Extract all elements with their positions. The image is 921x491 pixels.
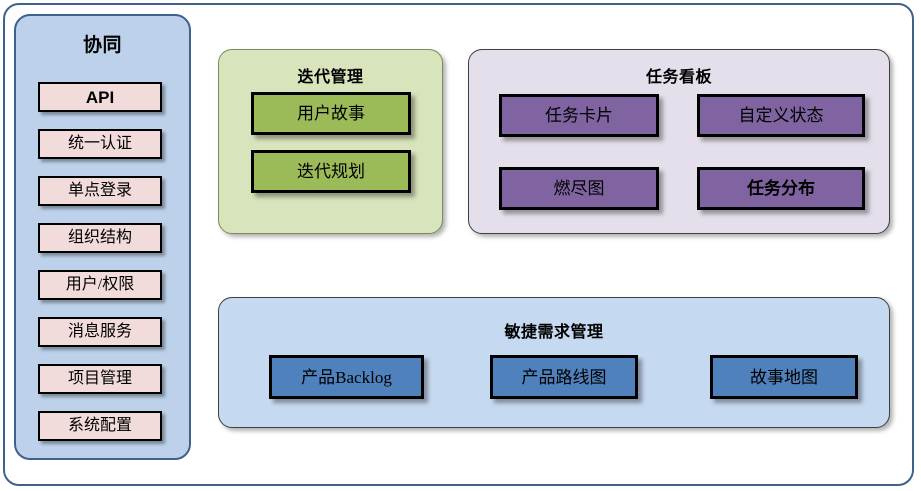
sidebar-title: 协同 bbox=[82, 35, 122, 56]
panel-iteration-title: 迭代管理 bbox=[297, 69, 364, 86]
sidebar-item-org-structure[interactable]: 组织结构 bbox=[38, 223, 162, 253]
panel-agile-requirement-management: 敏捷需求管理 产品Backlog 产品路线图 故事地图 bbox=[218, 297, 890, 428]
sidebar-item-user-permission[interactable]: 用户/权限 bbox=[38, 270, 162, 300]
chip-task-card[interactable]: 任务卡片 bbox=[499, 94, 659, 137]
sidebar-item-message-service[interactable]: 消息服务 bbox=[38, 317, 162, 347]
panel-agile-title: 敏捷需求管理 bbox=[504, 324, 604, 341]
sidebar-item-api[interactable]: API bbox=[38, 82, 162, 112]
chip-burndown-chart[interactable]: 燃尽图 bbox=[499, 167, 659, 210]
panel-taskboard-title: 任务看板 bbox=[645, 69, 712, 86]
chip-custom-status[interactable]: 自定义状态 bbox=[697, 94, 865, 137]
sidebar-panel-collaboration: 协同 API 统一认证 单点登录 组织结构 用户/权限 消息服务 项目管理 系统… bbox=[14, 14, 191, 460]
sidebar-item-project-management[interactable]: 项目管理 bbox=[38, 364, 162, 394]
chip-task-distribution[interactable]: 任务分布 bbox=[697, 167, 865, 210]
chip-iteration-planning[interactable]: 迭代规划 bbox=[251, 150, 411, 193]
chip-product-backlog[interactable]: 产品Backlog bbox=[269, 355, 424, 399]
chip-story-map[interactable]: 故事地图 bbox=[710, 355, 858, 399]
chip-product-roadmap[interactable]: 产品路线图 bbox=[490, 355, 638, 399]
panel-iteration-management: 迭代管理 用户故事 迭代规划 bbox=[218, 49, 443, 234]
sidebar-item-system-config[interactable]: 系统配置 bbox=[38, 411, 162, 441]
panel-task-board: 任务看板 任务卡片 自定义状态 燃尽图 任务分布 bbox=[468, 49, 890, 234]
sidebar-item-single-sign-on[interactable]: 单点登录 bbox=[38, 176, 162, 206]
sidebar-item-unified-auth[interactable]: 统一认证 bbox=[38, 129, 162, 159]
chip-user-story[interactable]: 用户故事 bbox=[251, 92, 411, 135]
